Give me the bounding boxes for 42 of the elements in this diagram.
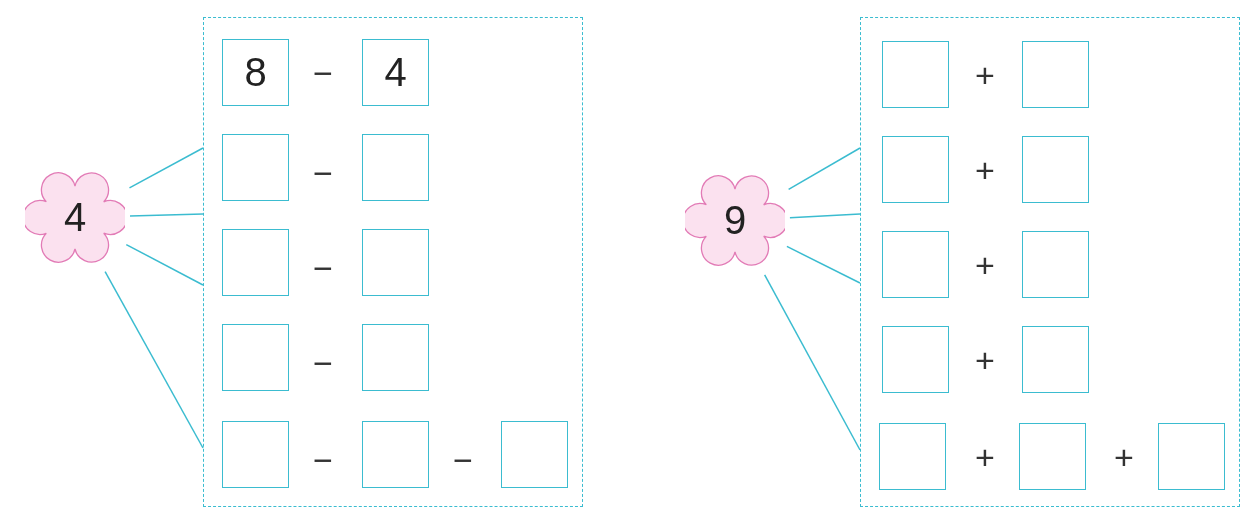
connector-line: [763, 274, 861, 451]
connector-line: [789, 213, 861, 219]
operator-sign: −: [313, 53, 333, 93]
dashed-frame: [860, 17, 1240, 507]
operator-sign: −: [313, 153, 333, 193]
operator-sign: +: [975, 150, 995, 190]
answer-box: [222, 421, 289, 488]
answer-box: [1022, 41, 1089, 108]
connector-line: [129, 213, 204, 217]
answer-box: [1019, 423, 1086, 490]
answer-box: [1022, 326, 1089, 393]
number-box: 4: [362, 39, 429, 106]
number-box: 8: [222, 39, 289, 106]
answer-box: [222, 134, 289, 201]
operator-sign: +: [975, 55, 995, 95]
operator-sign: +: [975, 340, 995, 380]
connector-line: [104, 270, 204, 449]
answer-box: [362, 229, 429, 296]
dashed-frame: [203, 17, 583, 507]
answer-box: [879, 423, 946, 490]
answer-box: [222, 324, 289, 391]
answer-box: [362, 421, 429, 488]
answer-box: [1022, 136, 1089, 203]
answer-box: [882, 326, 949, 393]
answer-box: [882, 231, 949, 298]
answer-box: [222, 229, 289, 296]
operator-sign: +: [1114, 437, 1134, 477]
operator-sign: −: [313, 440, 333, 480]
number: 4: [63, 195, 87, 240]
operator-sign: −: [453, 440, 473, 480]
answer-box: [882, 136, 949, 203]
answer-box: [1022, 231, 1089, 298]
operator-sign: −: [313, 343, 333, 383]
operator-sign: −: [313, 248, 333, 288]
number: 9: [723, 198, 747, 243]
answer-box: [882, 41, 949, 108]
answer-box: [362, 134, 429, 201]
answer-box: [1158, 423, 1225, 490]
answer-box: [501, 421, 568, 488]
operator-sign: +: [975, 437, 995, 477]
answer-box: [362, 324, 429, 391]
operator-sign: +: [975, 245, 995, 285]
